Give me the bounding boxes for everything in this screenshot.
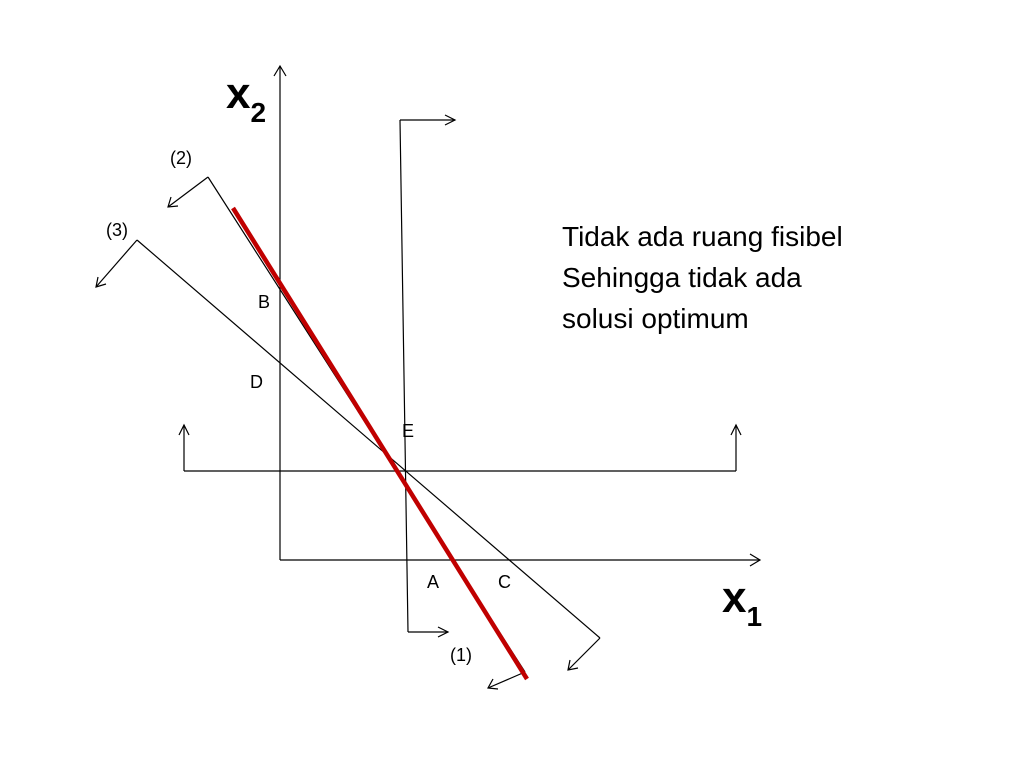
- constraint-3-top-arrowhead: [95, 276, 107, 288]
- constraint-3-bottom-arrowhead: [567, 659, 579, 671]
- constraint-3-line: [136, 239, 601, 639]
- y-axis-label: x2: [226, 69, 266, 128]
- y-axis-arrowhead: [273, 64, 287, 77]
- constraint-label-1: (1): [450, 645, 472, 665]
- horizontal-right-arrowhead: [730, 423, 742, 436]
- constraint-1-line: [399, 119, 409, 633]
- constraint-1-top-arrowhead: [444, 114, 457, 126]
- constraint-label-2: (2): [170, 148, 192, 168]
- point-label-b: B: [258, 292, 270, 312]
- constraint-2-top-arrow: [167, 176, 209, 208]
- point-label-e: E: [402, 421, 414, 441]
- point-label-c: C: [498, 572, 511, 592]
- note-line-3: solusi optimum: [562, 303, 749, 334]
- note-line-2: Sehingga tidak ada: [562, 262, 802, 293]
- constraint-2-bottom-arrow: [487, 671, 526, 689]
- constraint-label-3: (3): [106, 220, 128, 240]
- note-line-1: Tidak ada ruang fisibel: [562, 221, 843, 252]
- constraint-1-bottom-arrowhead: [437, 626, 450, 638]
- constraint-3-bottom-arrow: [567, 637, 601, 671]
- objective-line: [231, 206, 529, 681]
- infeasible-note: Tidak ada ruang fisibel Sehingga tidak a…: [562, 216, 843, 339]
- point-label-a: A: [427, 572, 439, 592]
- constraint-3-top-arrow: [95, 239, 138, 288]
- constraint-2-bottom-arrowhead: [487, 678, 499, 690]
- constraint-2-top-arrowhead: [167, 196, 179, 208]
- point-label-d: D: [250, 372, 263, 392]
- x-axis-arrowhead: [749, 553, 762, 567]
- x-axis-label: x1: [722, 573, 762, 632]
- horizontal-left-arrowhead: [178, 423, 190, 436]
